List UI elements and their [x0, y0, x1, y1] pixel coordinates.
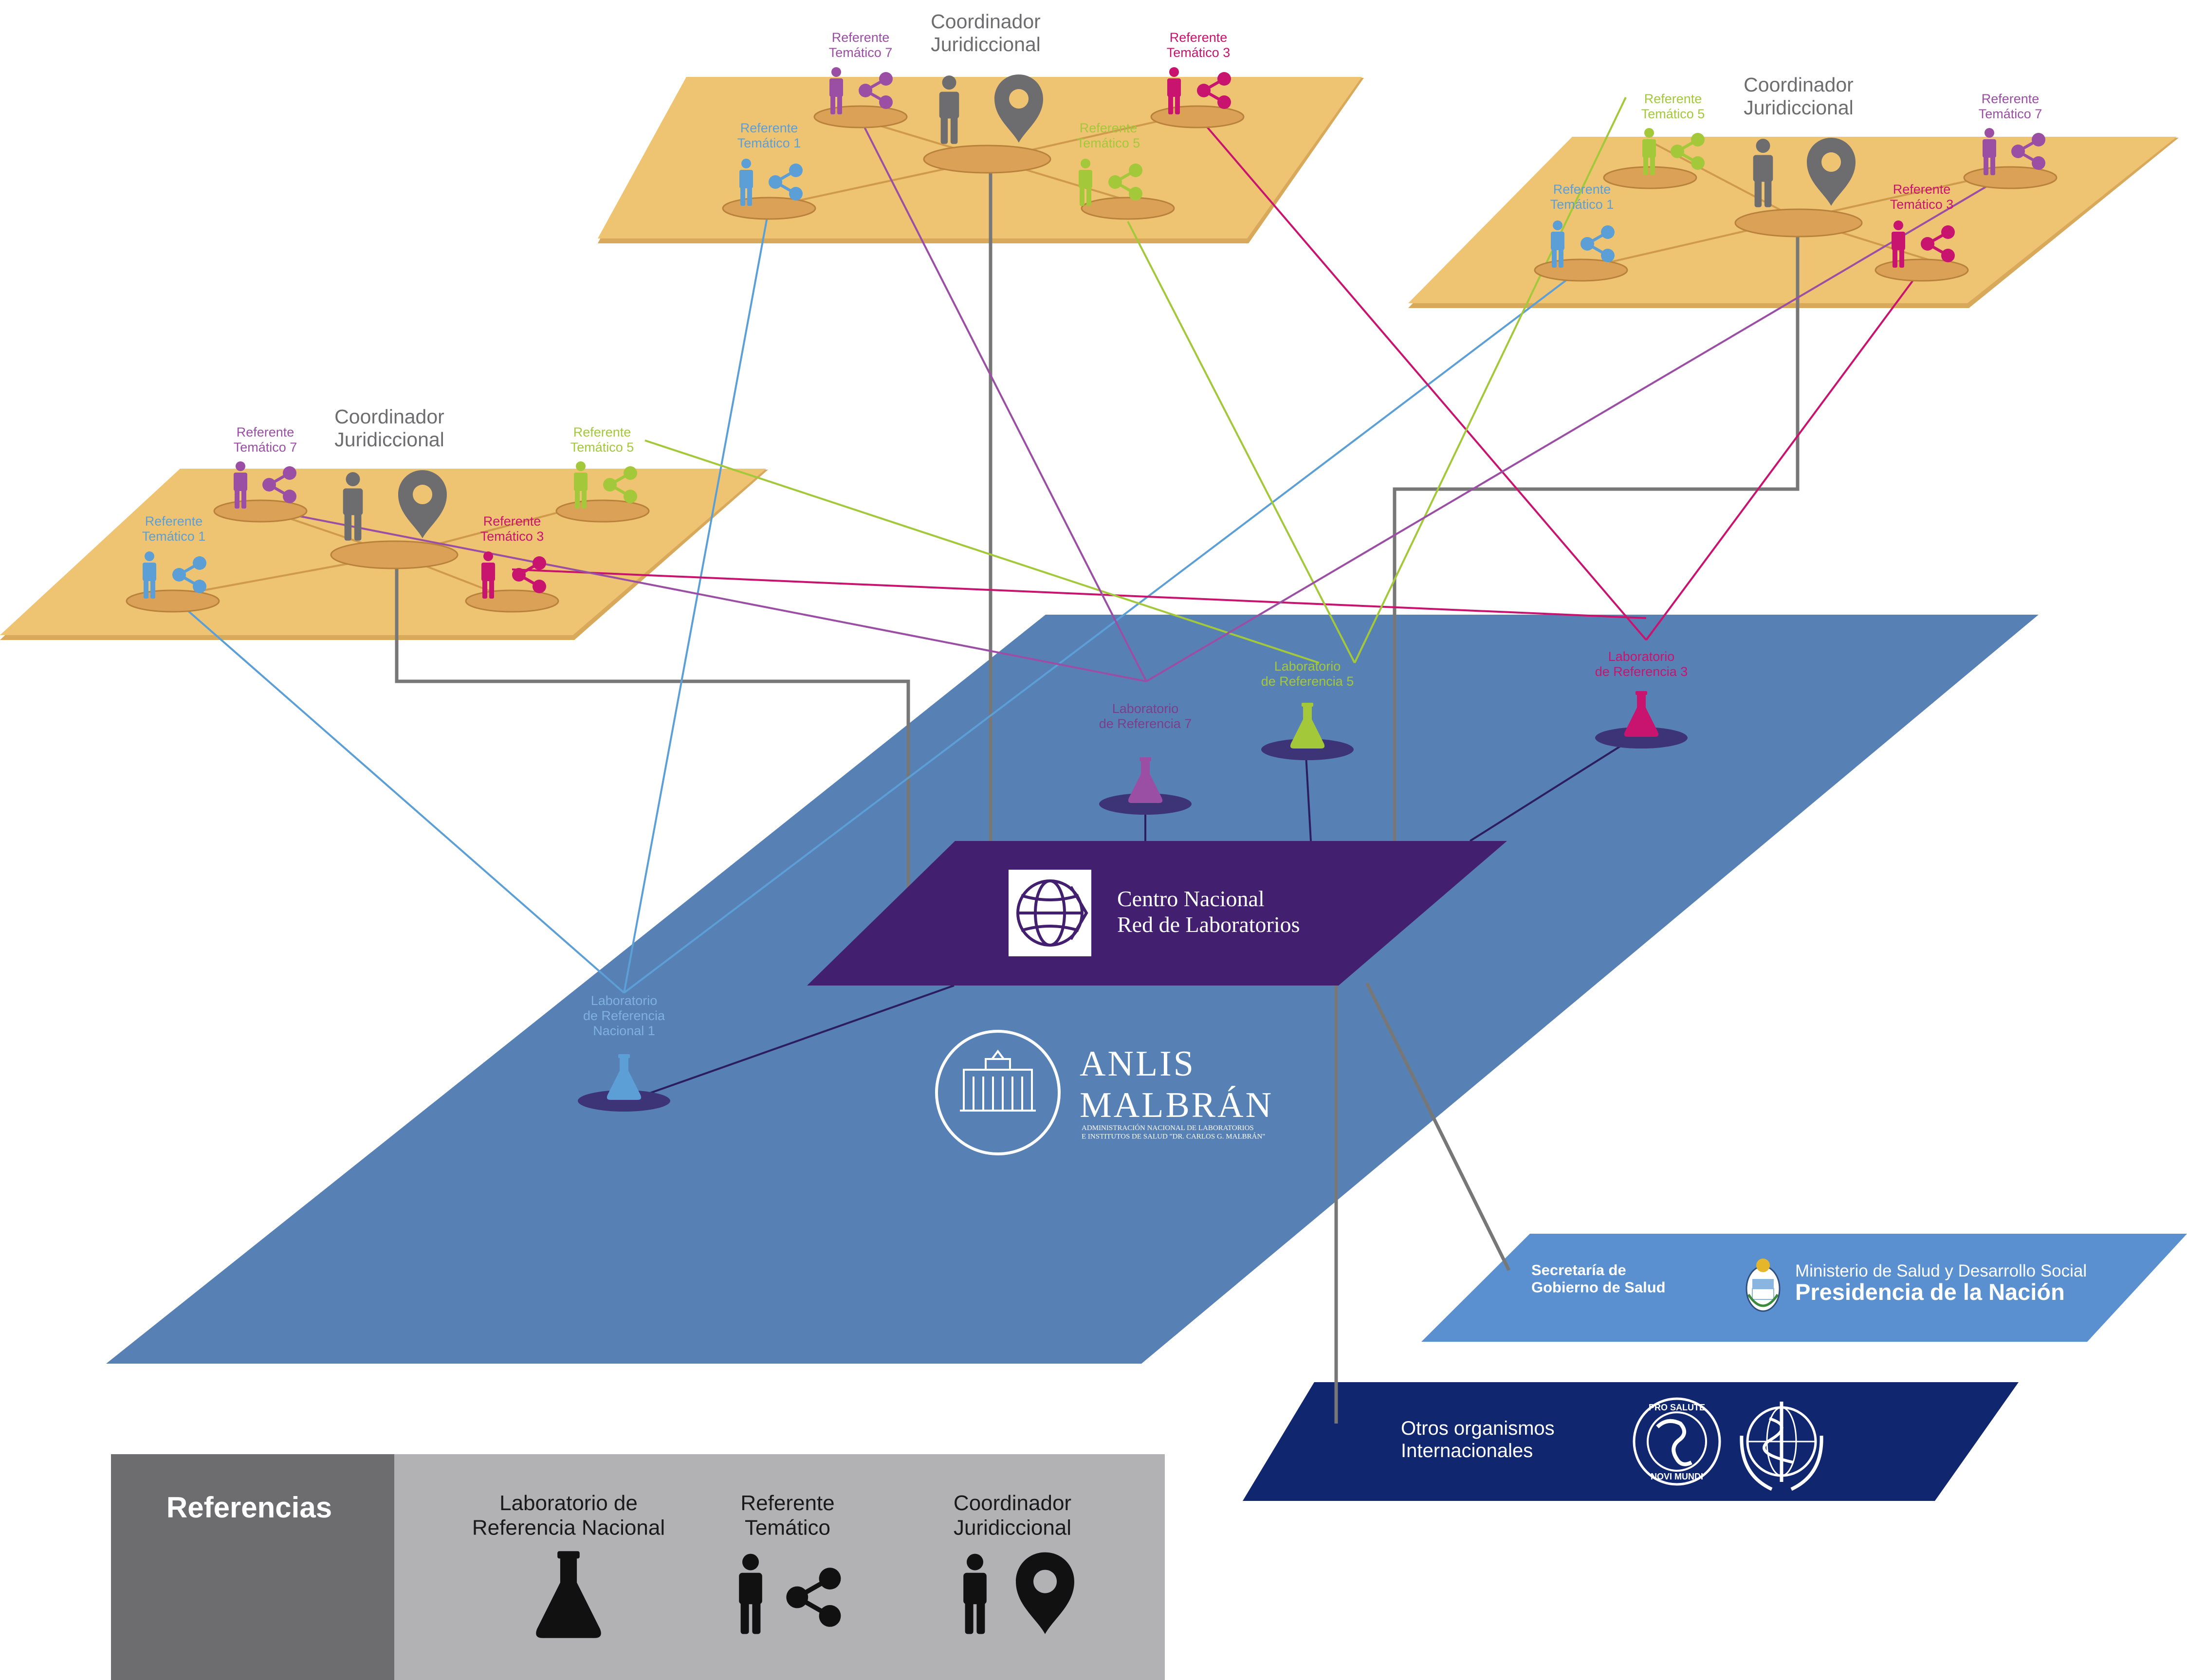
- legend-title-box: [111, 1454, 394, 1680]
- ministerio-label: Ministerio de Salud y Desarrollo Social: [1795, 1261, 2087, 1280]
- paho-logo-icon: PRO SALUTE NOVI MUNDI: [1633, 1397, 1721, 1486]
- anlis-plane: [106, 615, 2039, 1364]
- building-icon: [960, 1049, 1036, 1112]
- connection-lines: [170, 97, 2005, 1424]
- paho-top-text: PRO SALUTE: [1649, 1403, 1705, 1412]
- globe-icon: [1016, 879, 1088, 947]
- argentina-shield-icon: [1746, 1259, 1781, 1312]
- legend-title: Referencias: [166, 1491, 332, 1524]
- link-coord-right: [1393, 219, 1800, 893]
- presidencia-label: Presidencia de la Nación: [1795, 1279, 2065, 1305]
- link-coord-left: [395, 555, 910, 947]
- internacional-plane: [1243, 1382, 2019, 1501]
- who-logo-icon: [1740, 1402, 1823, 1491]
- paho-bottom-text: NOVI MUNDI: [1651, 1472, 1703, 1481]
- gobierno-plane: [1421, 1234, 2187, 1342]
- link-center-gobierno: [1365, 982, 1511, 1271]
